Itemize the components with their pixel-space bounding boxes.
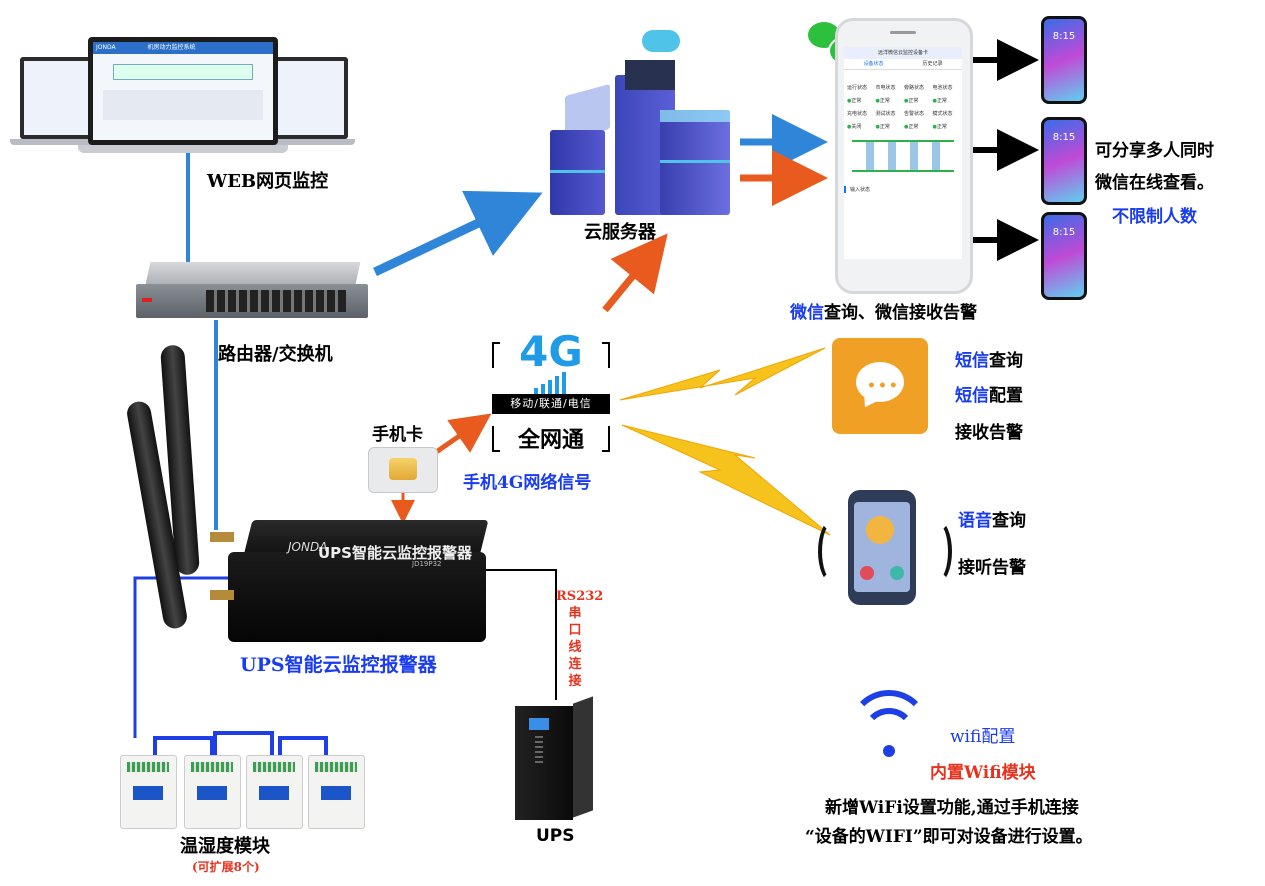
status-grid: 运行状态 市电状态 旁路状态 电池状态 ●正常 ●正常 ●正常 ●正常 充电状态… (844, 70, 962, 134)
status-value: ●正常 (932, 98, 947, 104)
router-switch (136, 262, 368, 322)
laptop-left (20, 57, 100, 139)
wifi-desc-1: 新增WiFi设置功能,通过手机连接 (825, 798, 1079, 818)
share-phone-2: 8:15 (1041, 117, 1087, 205)
router-label: 路由器/交换机 (218, 344, 333, 365)
status-value: ●正常 (875, 124, 890, 130)
sms-icon: ••• (832, 338, 928, 434)
laptop-title: 机房动力监控系统 (147, 44, 196, 51)
status-value: ●关闭 (847, 124, 862, 130)
wifi-config-label: wifi配置 (950, 727, 1016, 747)
sensor-link-1 (153, 736, 214, 755)
input-section-title: 输入状态 (844, 186, 962, 193)
status-value: ●正常 (932, 124, 947, 130)
main-phone: 远洋微信云监控设备卡 设备状态 历史记录 运行状态 市电状态 旁路状态 电池状态… (835, 18, 973, 294)
tab-status[interactable]: 设备状态 (863, 61, 884, 67)
sensor-bus-line (133, 576, 228, 738)
phone-time: 8:15 (1052, 227, 1076, 238)
sms-alarm-label: 接收告警 (955, 423, 1023, 443)
phone-time: 8:15 (1052, 31, 1076, 42)
wifi-desc-2: “设备的WIFI”即可对设备进行设置。 (805, 827, 1093, 847)
phone-time: 8:15 (1052, 132, 1076, 143)
ups-display (529, 718, 549, 730)
cloud-icon (642, 30, 680, 52)
lightning-voice (621, 424, 831, 536)
temp-module-4 (308, 755, 365, 829)
laptop-right (268, 57, 348, 139)
lightning-sms (619, 347, 826, 401)
router-cloud-arrow (373, 190, 543, 277)
flow-diagram (852, 140, 954, 172)
status-value: ●正常 (904, 124, 919, 130)
antenna-connector-1 (210, 532, 234, 542)
laptop-screen: JONDA 机房动力监控系统 (93, 42, 273, 140)
share-text-1: 可分享多人同时 (1095, 141, 1214, 161)
temp-module-label: 温湿度模块 (180, 836, 270, 857)
device-model: JD19P32 (412, 560, 442, 568)
carriers-bar: 移动/联通/电信 (492, 394, 610, 414)
status-item: 运行状态 (847, 85, 868, 91)
wifi-builtin-label: 内置Wifi模块 (930, 763, 1036, 783)
temp-module-1 (120, 755, 177, 829)
status-value: ●正常 (847, 98, 862, 104)
sim-card-icon (368, 447, 438, 493)
status-item: 旁路状态 (904, 85, 925, 91)
temp-module-2 (184, 755, 241, 829)
temp-module-note: (可扩展8个) (192, 860, 260, 874)
status-value: ●正常 (904, 98, 919, 104)
4g-big-text: 4G (519, 327, 583, 376)
cloud-server-label: 云服务器 (584, 222, 656, 243)
status-item: 电池状态 (932, 85, 953, 91)
4g-badge: 4G 移动/联通/电信 全网通 (492, 330, 610, 460)
share-phone-3: 8:15 (1041, 212, 1087, 300)
laptop-brand: JONDA (96, 44, 116, 51)
laptop-group: JONDA 机房动力监控系统 (10, 35, 355, 160)
app-header: 远洋微信云监控设备卡 (844, 47, 962, 59)
device-label: UPS智能云监控报警器 (240, 654, 437, 676)
web-monitor-label: WEB网页监控 (207, 171, 329, 192)
ups-label: UPS (536, 826, 575, 846)
device-brand: JONDA (288, 540, 328, 554)
sensor-link-2 (213, 731, 274, 755)
sms-config-label: 短信配置 (955, 386, 1023, 406)
share-text-3: 不限制人数 (1112, 207, 1197, 227)
tab-history[interactable]: 历史记录 (922, 61, 943, 67)
wifi-icon (848, 690, 938, 760)
share-phone-1: 8:15 (1041, 16, 1087, 104)
voice-query-label: 语音查询 (958, 511, 1026, 531)
ups-unit (515, 696, 593, 820)
router-ports (206, 290, 346, 312)
ups-monitor-device: JONDA UPS智能云监控报警器 JD19P32 (228, 520, 489, 642)
status-item: 测试状态 (875, 111, 896, 117)
4g-cloud-arrow (602, 233, 668, 313)
signal-bars-icon (534, 372, 568, 394)
laptop-center: JONDA 机房动力监控系统 (88, 37, 278, 145)
status-item: 模式状态 (932, 111, 953, 117)
status-item: 市电状态 (875, 85, 896, 91)
rs232-label: RS232 串 口 线 连 接 (556, 589, 604, 689)
voice-alarm-label: 接听告警 (958, 558, 1026, 578)
cloud-server (540, 30, 740, 220)
all-network-text: 全网通 (517, 428, 584, 453)
sim-card-label: 手机卡 (372, 425, 423, 445)
antenna-connector-2 (210, 590, 234, 600)
temp-module-3 (246, 755, 303, 829)
device-face-title: UPS智能云监控报警器 (318, 544, 472, 562)
rs232-cable (485, 569, 557, 700)
phone-app-screen: 远洋微信云监控设备卡 设备状态 历史记录 运行状态 市电状态 旁路状态 电池状态… (844, 47, 962, 259)
sensor-link-3 (278, 736, 328, 755)
share-text-2: 微信在线查看。 (1095, 173, 1214, 193)
network-signal-label: 手机4G网络信号 (463, 473, 592, 493)
status-item: 充电状态 (847, 111, 868, 117)
wechat-label: 微信查询、微信接收告警 (790, 303, 977, 323)
status-value: ●正常 (875, 98, 890, 104)
voice-call-icon (818, 485, 952, 610)
sms-query-label: 短信查询 (955, 351, 1023, 371)
status-item: 告警状态 (904, 111, 925, 117)
sim-4g-arrow (430, 413, 492, 458)
phone-handset-icon (866, 516, 894, 544)
